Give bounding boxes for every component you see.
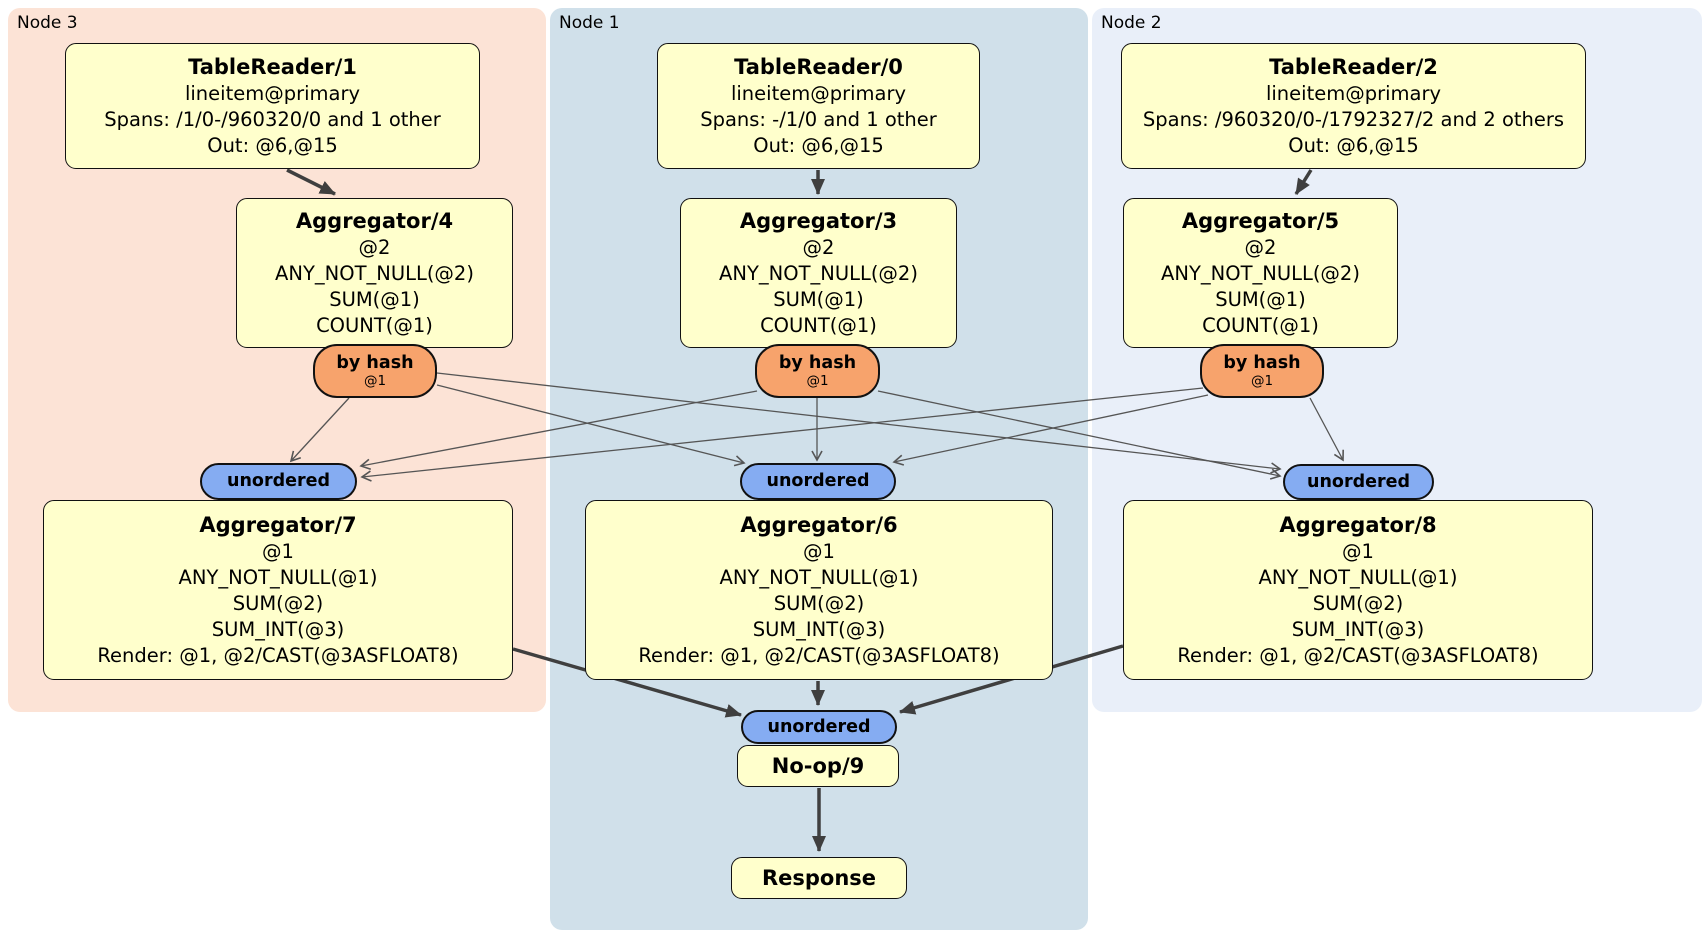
processor-detail-line: @1	[1342, 539, 1374, 563]
processor-detail-line: SUM_INT(@3)	[752, 617, 886, 641]
router-label-by-hash-4: by hash	[336, 353, 414, 373]
processor-detail-line: ANY_NOT_NULL(@2)	[275, 261, 474, 285]
processor-detail-line: SUM(@2)	[1312, 591, 1404, 615]
processor-title-tablereader-0: TableReader/0	[734, 54, 903, 79]
processor-detail-line: Render: @1, @2/CAST(@3ASFLOAT8)	[1177, 643, 1539, 667]
processor-detail-line: SUM(@1)	[773, 287, 864, 311]
processor-title-aggregator-4: Aggregator/4	[295, 208, 454, 233]
router-by-hash-4: by hash@1	[313, 344, 437, 398]
router-detail-by-hash-4: @1	[363, 373, 387, 389]
processor-detail-line: SUM(@2)	[773, 591, 865, 615]
processor-detail-line: Render: @1, @2/CAST(@3ASFLOAT8)	[638, 643, 1000, 667]
processor-detail-line: COUNT(@1)	[1202, 313, 1319, 337]
synchronizer-label-unordered-9: unordered	[767, 716, 871, 737]
processor-detail-line: @2	[358, 235, 391, 259]
processor-detail-line: Spans: /960320/0-/1792327/2 and 2 others	[1142, 107, 1565, 131]
processor-title-no-op-9: No-op/9	[771, 753, 865, 778]
processor-detail-line: @2	[802, 235, 835, 259]
region-label-node1: Node 1	[559, 13, 620, 33]
flow-arrow	[512, 647, 742, 718]
processor-title-aggregator-7: Aggregator/7	[199, 512, 357, 537]
processor-detail-line: ANY_NOT_NULL(@1)	[178, 565, 378, 589]
processor-no-op-9: No-op/9	[737, 745, 899, 787]
processor-detail-line: Spans: -/1/0 and 1 other	[700, 107, 937, 131]
synchronizer-label-unordered-8: unordered	[1307, 471, 1410, 492]
processor-detail-line: lineitem@primary	[184, 81, 361, 105]
processor-detail-line: COUNT(@1)	[760, 313, 877, 337]
processor-detail-line: ANY_NOT_NULL(@2)	[1161, 261, 1360, 285]
processor-detail-line: SUM(@2)	[232, 591, 324, 615]
processor-title-aggregator-5: Aggregator/5	[1181, 208, 1340, 233]
router-by-hash-3: by hash@1	[755, 344, 880, 398]
synchronizer-unordered-9: unordered	[741, 710, 897, 744]
stream-edge	[289, 397, 350, 463]
synchronizer-label-unordered-6: unordered	[766, 471, 870, 491]
processor-detail-line: ANY_NOT_NULL(@1)	[1258, 565, 1458, 589]
processor-detail-line: SUM_INT(@3)	[211, 617, 345, 641]
flow-arrow	[286, 168, 336, 196]
processor-detail-line: SUM(@1)	[329, 287, 420, 311]
router-label-by-hash-3: by hash	[778, 353, 857, 373]
processor-detail-line: Render: @1, @2/CAST(@3ASFLOAT8)	[97, 643, 459, 667]
processor-detail-line: @1	[262, 539, 294, 563]
processor-title-aggregator-8: Aggregator/8	[1279, 512, 1437, 537]
processor-detail-line: Out: @6,@15	[753, 133, 884, 157]
synchronizer-label-unordered-7: unordered	[227, 471, 330, 491]
flow-arrow	[1294, 169, 1313, 195]
processor-detail-line: lineitem@primary	[730, 81, 907, 105]
processor-title-aggregator-6: Aggregator/6	[740, 512, 898, 537]
region-label-node3: Node 3	[17, 13, 78, 33]
processor-detail-line: Out: @6,@15	[1288, 133, 1419, 157]
router-by-hash-5: by hash@1	[1200, 344, 1324, 398]
processor-title-tablereader-1: TableReader/1	[188, 54, 357, 79]
processor-detail-line: SUM_INT(@3)	[1291, 617, 1425, 641]
router-detail-by-hash-5: @1	[1250, 373, 1274, 389]
processor-detail-line: ANY_NOT_NULL(@1)	[719, 565, 919, 589]
router-detail-by-hash-3: @1	[806, 373, 829, 389]
processor-detail-line: @1	[803, 539, 835, 563]
processor-detail-line: ANY_NOT_NULL(@2)	[719, 261, 918, 285]
processor-detail-line: SUM(@1)	[1215, 287, 1306, 311]
stream-edge	[436, 384, 746, 467]
stream-edge	[1309, 397, 1344, 462]
router-label-by-hash-5: by hash	[1223, 353, 1301, 373]
synchronizer-unordered-8: unordered	[1283, 464, 1434, 500]
processor-title-tablereader-2: TableReader/2	[1269, 54, 1438, 79]
synchronizer-unordered-6: unordered	[740, 463, 896, 500]
synchronizer-unordered-7: unordered	[200, 463, 357, 500]
stream-edge	[892, 394, 1209, 466]
stream-edge	[360, 387, 1204, 482]
processor-detail-line: lineitem@primary	[1265, 81, 1442, 105]
processor-title-response: Response	[761, 865, 877, 890]
processor-title-aggregator-3: Aggregator/3	[739, 208, 898, 233]
region-label-node2: Node 2	[1101, 13, 1162, 33]
processor-detail-line: Out: @6,@15	[207, 133, 338, 157]
processor-detail-line: COUNT(@1)	[316, 313, 433, 337]
processor-response: Response	[731, 857, 907, 899]
stream-edge	[359, 390, 758, 470]
stream-edge	[877, 390, 1282, 480]
processor-detail-line: @2	[1244, 235, 1277, 259]
stream-edge	[436, 372, 1282, 474]
processor-detail-line: Spans: /1/0-/960320/0 and 1 other	[104, 107, 441, 131]
